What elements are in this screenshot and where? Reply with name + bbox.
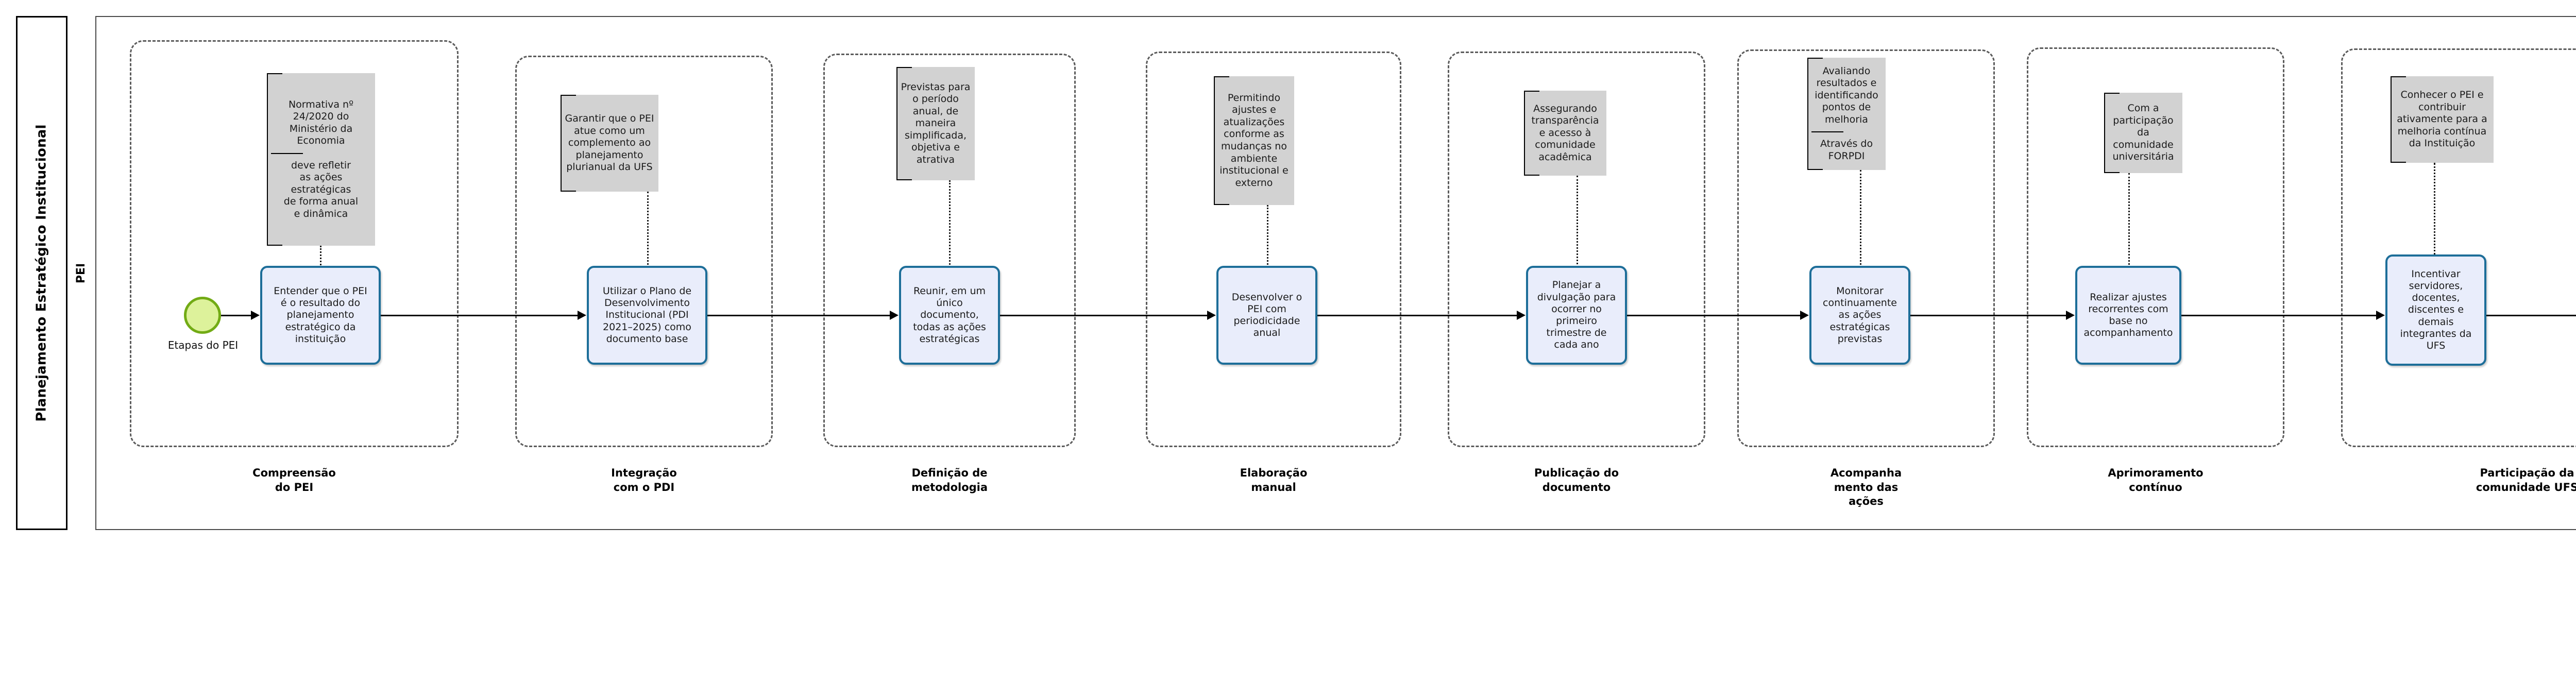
- annotation-text: Garantir que o PEI atue como um compleme…: [565, 113, 654, 173]
- task-label: Desenvolver o PEI com periodicidade anua…: [1231, 291, 1302, 339]
- flow-arrowhead-icon: [2376, 311, 2385, 320]
- flow-arrowhead-icon: [1517, 311, 1526, 320]
- annotation-permitindo-ajustes: Permitindo ajustes e atualizações confor…: [1214, 76, 1294, 205]
- annotation-bracket: [267, 73, 282, 246]
- end-event-label: Etapas Concluídas: [2572, 342, 2576, 367]
- sequence-flow: [2181, 315, 2376, 316]
- sequence-flow: [1000, 315, 1207, 316]
- annotation-text: Avaliando resultados e identificando pon…: [1815, 65, 1878, 125]
- task-label: Monitorar continuamente as ações estraté…: [1823, 285, 1897, 345]
- task-incentivar-servidores[interactable]: Incentivar servidores, docentes, discent…: [2385, 254, 2486, 366]
- sequence-flow: [1627, 315, 1800, 316]
- sequence-flow: [2486, 315, 2576, 316]
- annotation-text: Permitindo ajustes e atualizações confor…: [1219, 92, 1289, 189]
- group-label-definicao-de-metodologia: Definição de metodologia: [911, 467, 988, 493]
- task-monitorar-acoes[interactable]: Monitorar continuamente as ações estraté…: [1809, 266, 1910, 365]
- flow-arrowhead-icon: [578, 311, 586, 320]
- flow-arrowhead-icon: [2066, 311, 2075, 320]
- group-compreensao-do-pei[interactable]: [130, 40, 459, 447]
- annotation-text: Assegurando transparência e acesso à com…: [1531, 103, 1599, 163]
- annotation-text: deve refletir as ações estratégicas de f…: [283, 159, 359, 219]
- annotation-avaliando-resultados: Avaliando resultados e identificando pon…: [1807, 58, 1886, 170]
- task-realizar-ajustes[interactable]: Realizar ajustes recorrentes com base no…: [2075, 266, 2181, 365]
- group-participacao-comunidade[interactable]: [2341, 48, 2576, 447]
- start-event-label: Etapas do PEI: [167, 339, 239, 351]
- task-reunir-documento[interactable]: Reunir, em um único documento, todas as …: [899, 266, 1000, 365]
- group-label-elaboracao-manual: Elaboração manual: [1240, 467, 1308, 493]
- annotation-text: Normativa nº 24/2020 do Ministério da Ec…: [288, 98, 354, 147]
- group-label-acompanhamento-das-acoes: Acompanha mento das ações: [1830, 467, 1902, 508]
- task-label: Incentivar servidores, docentes, discent…: [2400, 268, 2472, 351]
- group-label-publicacao-do-documento: Publicação do documento: [1534, 467, 1619, 493]
- sequence-flow: [381, 315, 578, 316]
- group-label-aprimoramento-continuo: Aprimoramento contínuo: [2108, 467, 2204, 493]
- association-line: [647, 192, 649, 268]
- annotation-conhecer-o-pei: Conhecer o PEI e contribuir ativamente p…: [2391, 76, 2494, 163]
- association-line: [320, 246, 321, 268]
- flow-arrowhead-icon: [1800, 311, 1809, 320]
- task-label: Reunir, em um único documento, todas as …: [913, 285, 986, 345]
- annotation-garantir-pei: Garantir que o PEI atue como um compleme…: [561, 95, 658, 192]
- association-line: [2128, 173, 2130, 268]
- task-utilizar-pdi[interactable]: Utilizar o Plano de Desenvolvimento Inst…: [587, 266, 707, 365]
- flow-arrowhead-icon: [890, 311, 899, 320]
- pool-header: Planejamento Estratégico Institucional: [16, 16, 67, 530]
- annotation-participacao-comunidade: Com a participação da comunidade univers…: [2104, 93, 2182, 173]
- annotation-divider: [1811, 131, 1843, 133]
- sequence-flow: [707, 315, 890, 316]
- group-label-compreensao-do-pei: Compreensão do PEI: [252, 467, 336, 493]
- sequence-flow: [1910, 315, 2066, 316]
- annotation-divider: [271, 152, 303, 154]
- flow-arrowhead-icon: [251, 311, 260, 320]
- sequence-flow: [221, 315, 251, 316]
- task-planejar-divulgacao[interactable]: Planejar a divulgação para ocorrer no pr…: [1526, 266, 1627, 365]
- annotation-text: Através do FORPDI: [1820, 138, 1873, 162]
- lane-title: PEI: [75, 263, 88, 283]
- bizagi-watermark: Powered by bizagi Modeler: [2567, 547, 2576, 614]
- annotation-normativa: Normativa nº 24/2020 do Ministério da Ec…: [267, 73, 375, 246]
- pool-title: Planejamento Estratégico Institucional: [34, 124, 50, 422]
- association-line: [2434, 163, 2435, 268]
- task-entender-pei[interactable]: Entender que o PEI é o resultado do plan…: [260, 266, 381, 365]
- annotation-text: Conhecer o PEI e contribuir ativamente p…: [2397, 89, 2487, 149]
- group-label-participacao-comunidade: Participação da comunidade UFS: [2476, 467, 2576, 493]
- association-line: [1860, 170, 1861, 268]
- lane-header: PEI: [67, 16, 96, 530]
- association-line: [949, 180, 951, 268]
- association-line: [1577, 176, 1578, 268]
- group-elaboracao-manual[interactable]: [1146, 52, 1401, 447]
- annotation-previstas-periodo: Previstas para o período anual, de manei…: [896, 67, 975, 180]
- task-label: Utilizar o Plano de Desenvolvimento Inst…: [602, 285, 692, 345]
- group-publicacao-do-documento[interactable]: [1448, 52, 1705, 447]
- flow-arrowhead-icon: [1207, 311, 1216, 320]
- group-definicao-de-metodologia[interactable]: [823, 54, 1076, 447]
- annotation-assegurando-transparencia: Assegurando transparência e acesso à com…: [1524, 91, 1606, 176]
- annotation-text: Previstas para o período anual, de manei…: [901, 81, 971, 165]
- group-acompanhamento-das-acoes[interactable]: [1737, 49, 1995, 447]
- task-label: Planejar a divulgação para ocorrer no pr…: [1537, 279, 1616, 351]
- sequence-flow: [1317, 315, 1517, 316]
- group-aprimoramento-continuo[interactable]: [2027, 47, 2284, 447]
- task-label: Entender que o PEI é o resultado do plan…: [274, 285, 367, 345]
- group-integracao-com-o-pdi[interactable]: [515, 56, 773, 447]
- group-label-integracao-com-o-pdi: Integração com o PDI: [611, 467, 677, 493]
- start-event[interactable]: [184, 297, 221, 334]
- task-label: Realizar ajustes recorrentes com base no…: [2083, 291, 2173, 339]
- association-line: [1267, 205, 1268, 268]
- task-desenvolver-pei[interactable]: Desenvolver o PEI com periodicidade anua…: [1216, 266, 1317, 365]
- annotation-text: Com a participação da comunidade univers…: [2112, 103, 2174, 163]
